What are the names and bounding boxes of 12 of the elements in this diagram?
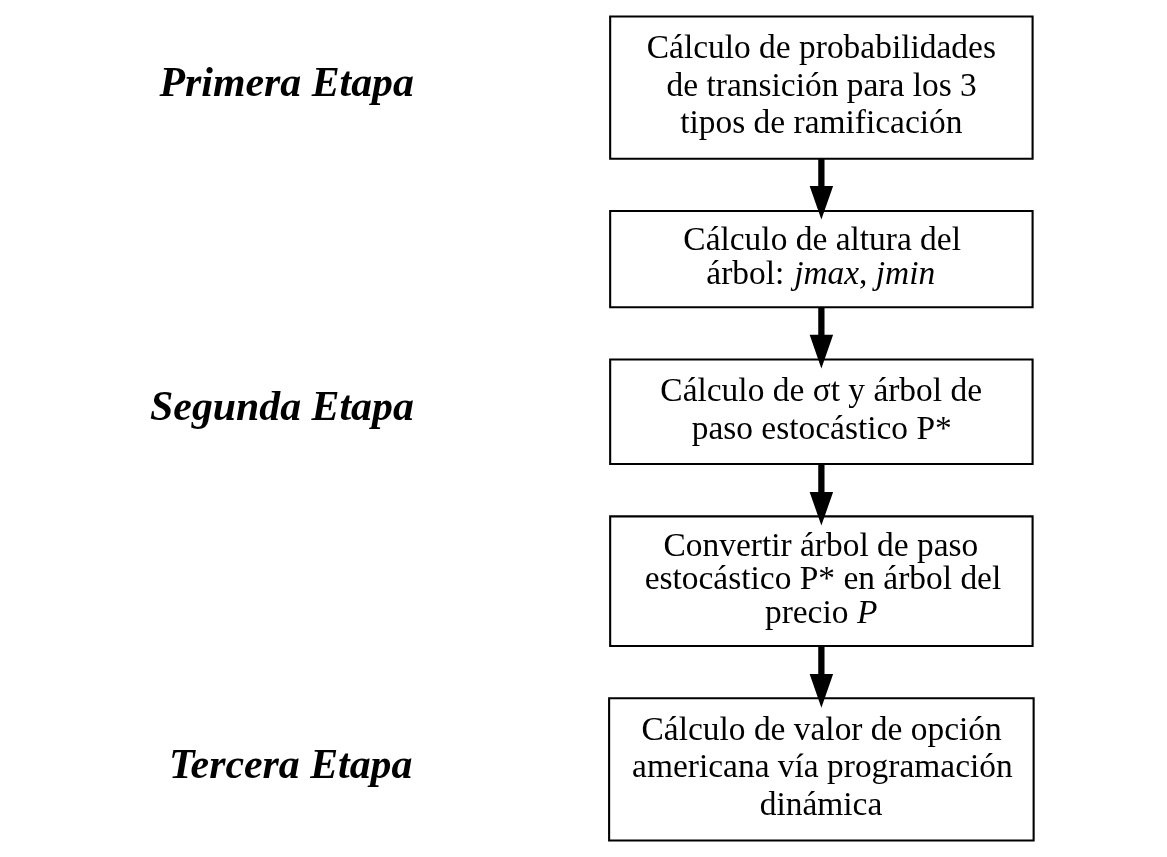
label: Tercera Etapa bbox=[168, 740, 413, 787]
arrow bbox=[809, 646, 834, 708]
node-box: Cálculo de valor de opción americana vía programación dinámica bbox=[608, 697, 1035, 842]
arrow bbox=[809, 158, 834, 220]
arrow bbox=[809, 307, 834, 369]
label: Primera Etapa bbox=[159, 59, 414, 105]
node-box: Cálculo de probabilidades de transición para los 3 tipos de ramificación bbox=[609, 15, 1034, 160]
arrow bbox=[809, 464, 834, 526]
label: Segunda Etapa bbox=[150, 383, 414, 430]
node-box: Cálculo de altura del árbol: jmax, jmin bbox=[609, 209, 1034, 309]
node-box: Cálculo de σt y árbol de paso estocástico P* bbox=[609, 358, 1034, 466]
node-box: Convertir árbol de paso estocástico P* en árbol del precio P bbox=[609, 515, 1034, 648]
